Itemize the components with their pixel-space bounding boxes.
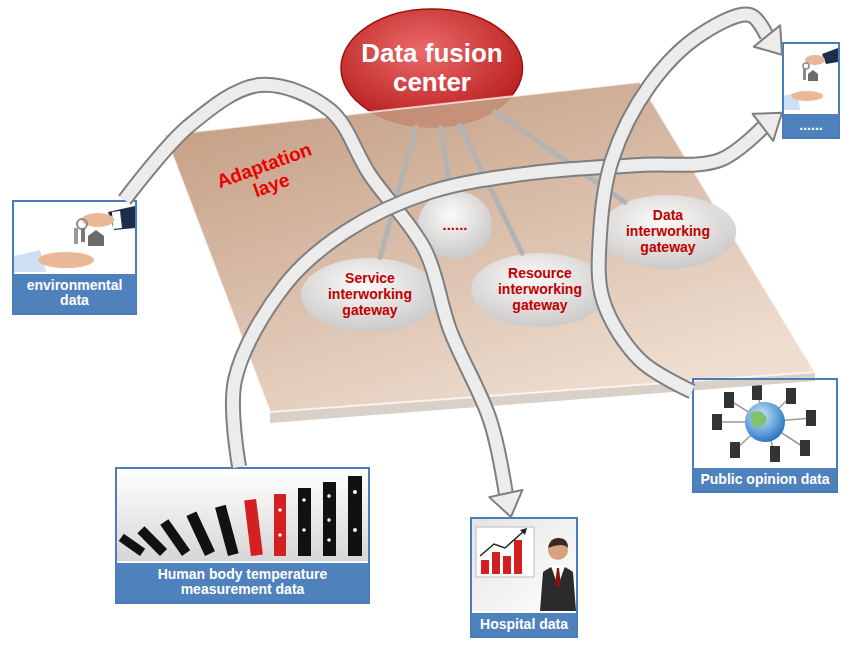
ellipse-shape <box>301 258 438 332</box>
source-label: Human body temperature measurement data <box>117 563 368 602</box>
chart-and-man-picture <box>472 519 576 611</box>
gateway-ellipse: Resource interworking gateway <box>470 252 609 328</box>
picture-frame <box>472 519 576 613</box>
arrow-head <box>753 113 782 141</box>
arrow-head <box>489 490 522 517</box>
source-label: ...... <box>784 114 838 137</box>
picture-frame <box>117 469 368 563</box>
picture-frame <box>694 380 836 468</box>
source-label: environmental data <box>14 274 135 313</box>
ellipse-shape <box>599 195 736 269</box>
gateway-ellipse: Data interworking gateway <box>598 194 737 270</box>
arrow-head <box>754 25 782 54</box>
keys-handover-picture <box>784 44 838 112</box>
data-source-box: ...... <box>782 42 840 139</box>
ellipse-shape <box>418 191 492 259</box>
gateway-label: Resource interworking gateway <box>490 266 590 313</box>
source-label: Public opinion data <box>694 468 836 491</box>
data-source-box: environmental data <box>12 200 137 315</box>
gateway-label: ...... <box>442 217 467 234</box>
fusion-center-label: Data fusion center <box>357 39 507 97</box>
data-source-box: Public opinion data <box>692 378 838 493</box>
network-globe-picture <box>694 380 836 466</box>
plane-surface <box>165 82 815 412</box>
gateway-ellipse: Service interworking gateway <box>300 257 439 333</box>
ellipse-shape <box>471 253 608 327</box>
keys-handover-picture <box>14 202 135 272</box>
gateway-label: Service interworking gateway <box>320 271 420 318</box>
source-label: Hospital data <box>472 613 576 636</box>
dominoes-picture <box>117 469 368 561</box>
picture-frame <box>784 44 838 114</box>
gateway-label: Data interworking gateway <box>618 208 718 255</box>
adaptation-layer-plane: Adaptation laye......Service interworkin… <box>165 80 820 425</box>
picture-frame <box>14 202 135 274</box>
data-source-box: Hospital data <box>470 517 578 638</box>
data-source-box: Human body temperature measurement data <box>115 467 370 604</box>
